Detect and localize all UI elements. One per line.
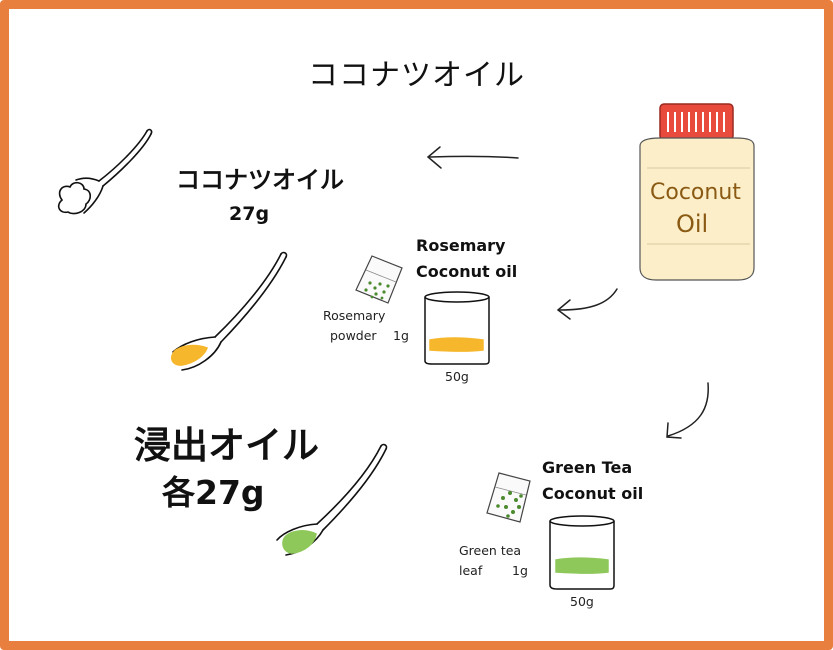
rosemary-oil-amount: 50g bbox=[445, 369, 469, 384]
rosemary-packet-icon bbox=[355, 255, 403, 304]
green-tea-title-line2: Coconut oil bbox=[542, 484, 644, 503]
rosemary-title-line1: Rosemary bbox=[416, 236, 506, 255]
green-tea-packet-icon bbox=[486, 472, 531, 523]
green-tea-ingredient-line1: Green tea bbox=[459, 543, 522, 558]
green-tea-oil-jar-icon bbox=[549, 515, 615, 590]
curved-arrow-to-rosemary-icon bbox=[556, 288, 618, 320]
rosemary-spoon-icon bbox=[170, 251, 288, 371]
infused-oil-heading: 浸出オイル bbox=[134, 424, 319, 467]
infused-oil-amount: 各27g bbox=[162, 473, 265, 512]
jar-label-line2: Oil bbox=[676, 210, 709, 238]
rosemary-ingredient-line1: Rosemary bbox=[323, 308, 386, 323]
coconut-amount: 27g bbox=[229, 203, 270, 225]
arrow-left-icon bbox=[426, 146, 519, 169]
rosemary-oil-jar-icon bbox=[424, 291, 490, 365]
rosemary-ingredient-line2: powder bbox=[330, 328, 377, 343]
coconut-spoon-icon bbox=[57, 128, 153, 215]
green-tea-title-line1: Green Tea bbox=[542, 458, 633, 477]
curved-arrow-to-green-tea-icon bbox=[666, 382, 709, 439]
jar-label-line1: Coconut bbox=[650, 180, 741, 205]
rosemary-ingredient-amount: 1g bbox=[393, 328, 409, 343]
coconut-oil-jar-icon bbox=[639, 103, 755, 281]
rosemary-title-line2: Coconut oil bbox=[416, 262, 518, 281]
green-tea-oil-amount: 50g bbox=[570, 594, 594, 609]
green-tea-ingredient-line2: leaf bbox=[459, 563, 483, 578]
green-tea-spoon-icon bbox=[276, 443, 388, 556]
green-tea-ingredient-amount: 1g bbox=[512, 563, 528, 578]
coconut-heading: ココナツオイル bbox=[176, 166, 344, 194]
page-title: ココナツオイル bbox=[308, 58, 525, 93]
